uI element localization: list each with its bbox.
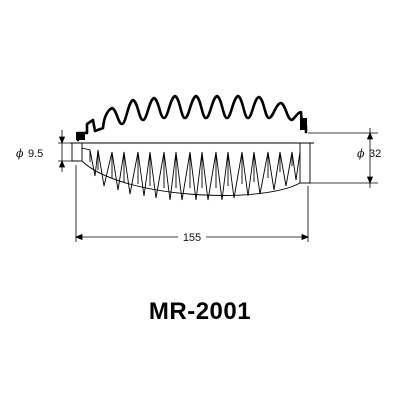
right-clamp-band <box>300 118 307 130</box>
right-end-cylinder <box>299 142 311 184</box>
bellows-outer-profile <box>76 94 308 142</box>
left-stub <box>71 142 83 162</box>
right-diameter-dimension <box>308 128 378 188</box>
left-diameter-dimension <box>58 130 80 172</box>
right-diameter-symbol: ϕ <box>357 147 365 160</box>
left-diameter-symbol: ϕ <box>16 147 24 160</box>
length-label-gap <box>178 229 206 243</box>
right-diameter-value: 32 <box>369 148 381 160</box>
part-number: MR-2001 <box>148 298 252 325</box>
length-value: 155 <box>183 232 201 244</box>
left-neck-band <box>76 132 85 140</box>
bellows-section-view <box>81 147 301 201</box>
left-diameter-value: 9.5 <box>28 148 43 160</box>
